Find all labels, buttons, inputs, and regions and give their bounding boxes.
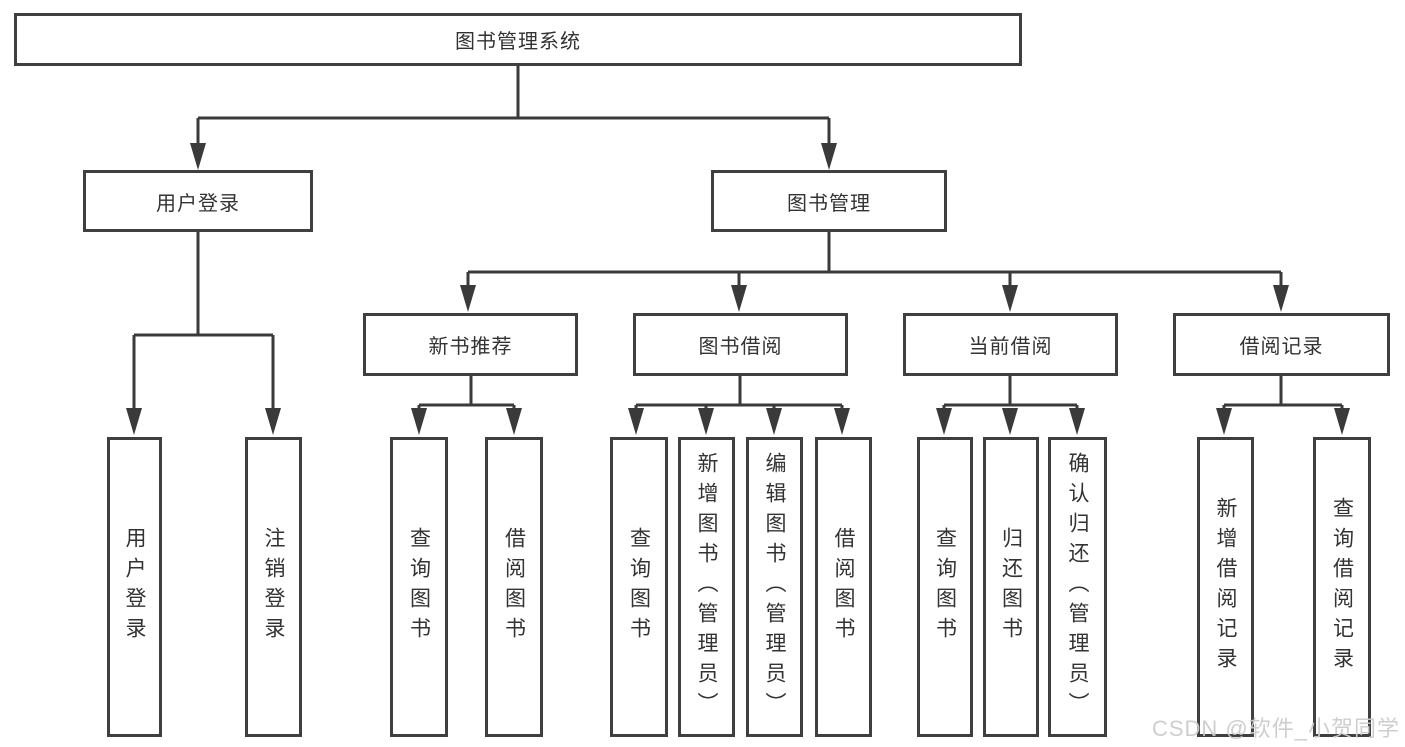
arrow-down-icon <box>1002 408 1018 435</box>
leaf-borrow-books-recommend: 借阅图书 <box>485 437 543 737</box>
leaf-label: 查询图书 <box>627 527 651 647</box>
leaf-label: 查询借阅记录 <box>1330 497 1354 677</box>
arrow-down-icon <box>126 408 142 435</box>
leaf-label: 用户登录 <box>123 527 146 647</box>
leaf-borrow-books: 借阅图书 <box>815 437 872 737</box>
connector-book-management-to-level3 <box>460 232 1289 312</box>
node-book-management: 图书管理 <box>711 170 947 232</box>
node-borrowing-records: 借阅记录 <box>1173 313 1390 376</box>
arrow-down-icon <box>460 285 476 312</box>
leaf-confirm-return-admin: 确认归还（管理员） <box>1048 437 1107 737</box>
arrow-down-icon <box>698 408 714 435</box>
arrow-down-icon <box>628 408 644 435</box>
csdn-watermark: CSDN @软件_小贺同学 <box>1151 716 1400 741</box>
leaf-label: 新增图书（管理员） <box>695 452 718 722</box>
leaf-add-borrow-record: 新增借阅记录 <box>1197 437 1254 737</box>
node-book-borrowing: 图书借阅 <box>633 313 848 376</box>
connector-book-borrow-to-leaves <box>628 376 850 435</box>
arrow-down-icon <box>1069 408 1085 435</box>
leaf-label: 注销登录 <box>262 527 285 647</box>
arrow-down-icon <box>821 143 837 170</box>
connector-root-to-level2 <box>190 66 837 170</box>
leaf-label: 查询图书 <box>933 527 957 647</box>
node-library-management-system: 图书管理系统 <box>14 13 1022 66</box>
arrow-down-icon <box>265 408 281 435</box>
arrow-down-icon <box>1002 285 1018 312</box>
arrow-down-icon <box>506 408 522 435</box>
arrow-down-icon <box>834 408 850 435</box>
leaf-label: 新增借阅记录 <box>1214 497 1237 677</box>
leaf-label: 借阅图书 <box>502 527 526 647</box>
arrow-down-icon <box>411 408 427 435</box>
connector-user-login-to-leaves <box>126 232 281 435</box>
leaf-return-books: 归还图书 <box>983 437 1039 737</box>
arrow-down-icon <box>1334 408 1350 435</box>
leaf-add-books-admin: 新增图书（管理员） <box>678 437 735 737</box>
leaf-query-books-borrow: 查询图书 <box>610 437 668 737</box>
arrow-down-icon <box>1216 408 1232 435</box>
leaf-label: 编辑图书（管理员） <box>763 452 786 722</box>
arrow-down-icon <box>190 143 206 170</box>
connector-current-borrow-to-leaves <box>936 376 1085 435</box>
leaf-label: 查询图书 <box>407 527 431 647</box>
leaf-label: 确认归还（管理员） <box>1066 452 1089 722</box>
leaf-edit-books-admin: 编辑图书（管理员） <box>746 437 803 737</box>
arrow-down-icon <box>766 408 782 435</box>
arrow-down-icon <box>936 408 952 435</box>
arrow-down-icon <box>1273 285 1289 312</box>
leaf-user-login: 用户登录 <box>107 437 162 737</box>
connector-new-book-to-leaves <box>411 376 522 435</box>
leaf-query-books-recommend: 查询图书 <box>390 437 448 737</box>
connector-borrow-records-to-leaves <box>1216 376 1350 435</box>
leaf-label: 归还图书 <box>999 527 1023 647</box>
leaf-label: 借阅图书 <box>832 527 855 647</box>
node-user-login: 用户登录 <box>83 170 313 232</box>
leaf-logout: 注销登录 <box>245 437 302 737</box>
node-new-book-recommendation: 新书推荐 <box>363 313 578 376</box>
node-current-borrowing: 当前借阅 <box>903 313 1118 376</box>
leaf-query-borrow-record: 查询借阅记录 <box>1313 437 1371 737</box>
arrow-down-icon <box>731 285 747 312</box>
leaf-query-books-current: 查询图书 <box>917 437 973 737</box>
